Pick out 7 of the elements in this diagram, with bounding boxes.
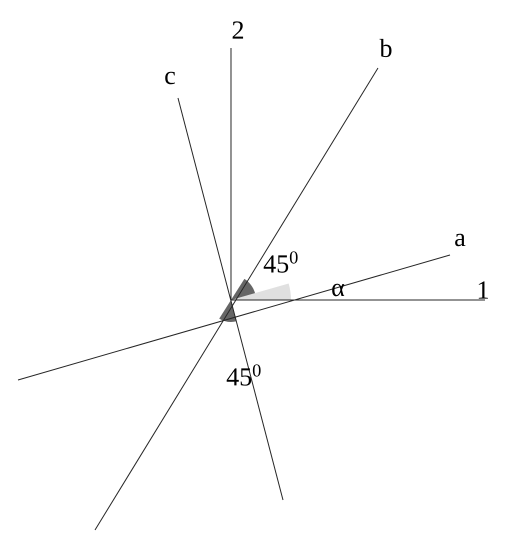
axis-label: 1 — [478, 281, 488, 299]
axis-label: 45$^{0}$ — [264, 251, 298, 273]
axis-label: b — [380, 38, 392, 58]
axis-label: 45$^{0}$ — [226, 364, 261, 386]
axis-label: c — [165, 72, 175, 84]
axis-label: 2 — [232, 21, 244, 39]
axis-label: a — [455, 234, 466, 246]
